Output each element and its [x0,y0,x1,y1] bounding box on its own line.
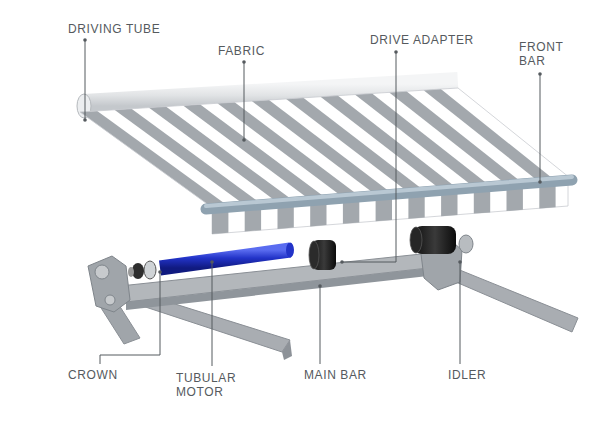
part-label: FABRIC [218,44,265,58]
part-label: CROWN [68,368,118,382]
part-label: DRIVE ADAPTER [370,33,474,47]
drive-adapter [309,240,336,270]
idler [410,226,473,290]
crown [88,256,130,312]
tubular-motor [128,243,294,280]
leader-dots [83,38,542,288]
part-label: IDLER [448,368,486,382]
part-label: TUBULAR MOTOR [176,371,248,399]
part-label: MAIN BAR [304,368,367,382]
part-label: FRONT BAR [519,40,571,68]
part-label: DRIVING TUBE [68,22,160,36]
front-bar [206,177,572,209]
leader-lines [85,40,540,366]
